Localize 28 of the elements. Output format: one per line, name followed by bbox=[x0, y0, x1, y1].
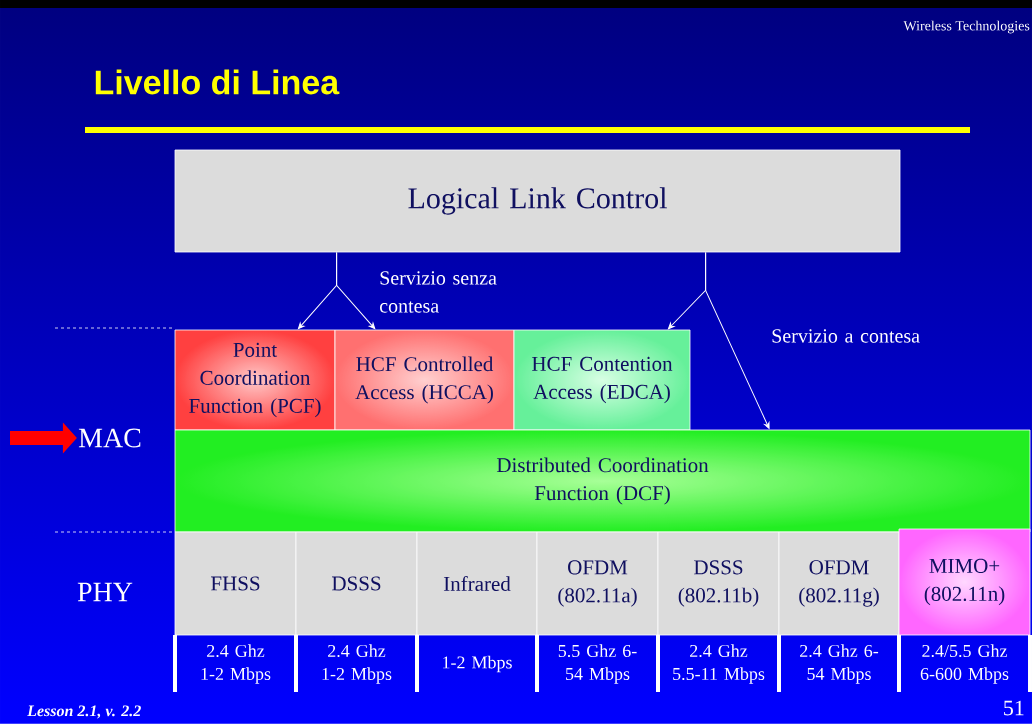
arrow bbox=[705, 251, 770, 429]
layer-box: Logical Link Control bbox=[174, 149, 901, 253]
rate-text: 2.4 Ghz 1-2 Mbps bbox=[201, 644, 271, 684]
protocol-box: MIMO+ (802.11n) bbox=[898, 528, 1031, 636]
rate-text: 2.4 Ghz 6- 54 Mbps bbox=[800, 644, 879, 684]
edge-label: Servizio senza contesa bbox=[380, 271, 497, 313]
layer-label: PHY bbox=[77, 582, 133, 602]
title: Livello di Linea bbox=[95, 69, 340, 95]
header-text: Wireless Technologies bbox=[903, 20, 1030, 34]
rate-text: 2.4/5.5 Ghz 6-600 Mbps bbox=[920, 644, 1009, 684]
edge-label: Servizio a contesa bbox=[772, 329, 920, 343]
rate-text: 2.4 Ghz 5.5-11 Mbps bbox=[673, 644, 765, 684]
protocol-box: DSSS bbox=[295, 531, 418, 636]
protocol-box: Infrared bbox=[416, 531, 538, 636]
arrow bbox=[336, 251, 376, 330]
protocol-box: Point Coordination Function (PCF) bbox=[174, 329, 336, 431]
layer-label: MAC bbox=[78, 428, 141, 448]
protocol-box: FHSS bbox=[174, 531, 297, 636]
protocol-box: HCF Controlled Access (HCCA) bbox=[334, 329, 515, 431]
protocol-box: HCF Contention Access (EDCA) bbox=[513, 329, 691, 431]
rate-text: 2.4 Ghz 1-2 Mbps bbox=[322, 644, 392, 684]
footer-text: Lesson 2.1, v. 2.2 bbox=[27, 705, 141, 719]
rate-text: 1-2 Mbps bbox=[443, 655, 512, 673]
protocol-box: DSSS (802.11b) bbox=[657, 531, 780, 636]
protocol-box: OFDM (802.11g) bbox=[778, 531, 900, 636]
rate-text: 5.5 Ghz 6- 54 Mbps bbox=[558, 644, 637, 684]
page-number: 51 bbox=[1004, 700, 1024, 716]
protocol-box: OFDM (802.11a) bbox=[536, 531, 659, 636]
